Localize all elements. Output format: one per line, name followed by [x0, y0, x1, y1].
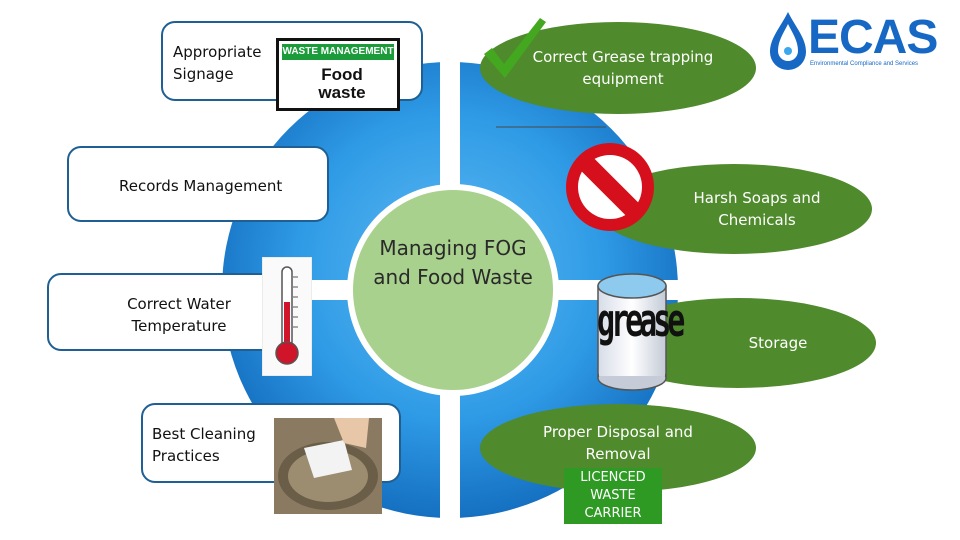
grease-trap-label: Correct Grease trapping equipment	[532, 48, 714, 88]
water-temp-label: Correct Water Temperature	[127, 295, 231, 335]
no-entry-icon	[566, 143, 654, 231]
signage-label: Appropriate Signage	[173, 43, 262, 83]
records-box: Records Management	[67, 146, 329, 222]
disposal-label: Proper Disposal and Removal	[543, 423, 693, 463]
sign-header: WASTE MANAGEMENT	[282, 44, 394, 60]
sign-line2: waste	[318, 83, 366, 102]
food-waste-sign: WASTE MANAGEMENT Food waste	[276, 38, 400, 111]
cleaning-label: Best Cleaning Practices	[152, 425, 256, 465]
water-drop-icon	[770, 12, 806, 70]
logo-name: ECAS	[808, 11, 938, 64]
licence-badge: LICENCED WASTE CARRIER	[564, 468, 662, 524]
checkmark-icon	[484, 18, 546, 78]
center-title: Managing FOG and Food Waste	[373, 236, 533, 289]
center-circle	[353, 190, 553, 390]
thermometer-icon	[262, 257, 312, 376]
sign-line1: Food	[321, 65, 363, 84]
records-label: Records Management	[119, 177, 283, 195]
cleaning-photo	[274, 418, 382, 514]
grease-can-label: grease	[597, 295, 685, 348]
harsh-soaps-label: Harsh Soaps and Chemicals	[693, 189, 821, 229]
grease-can-icon	[597, 273, 667, 391]
logo-tagline: Environmental Compliance and Services	[810, 61, 919, 67]
storage-label: Storage	[748, 334, 808, 352]
